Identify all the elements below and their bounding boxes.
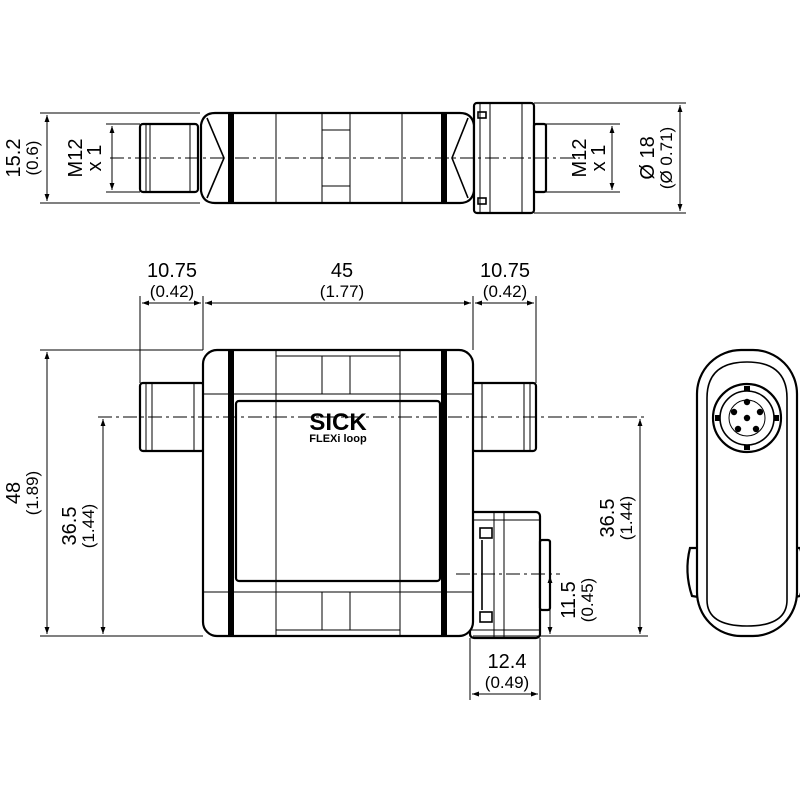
front-view — [40, 296, 648, 700]
top-view — [40, 101, 686, 215]
right-connector-in: (0.42) — [483, 282, 527, 301]
overall-height-mm: 48 — [3, 482, 25, 504]
side-view — [686, 348, 800, 638]
left-axis-mm: 36.5 — [59, 507, 81, 546]
right-connector-mm: 10.75 — [480, 260, 530, 282]
left-connector-in: (0.42) — [150, 282, 194, 301]
top-right-thread-pitch: x 1 — [588, 145, 610, 172]
right-axis-mm: 36.5 — [597, 499, 619, 538]
top-diameter-mm: Ø 18 — [637, 136, 659, 179]
left-axis-in: (1.44) — [79, 504, 98, 548]
bottom-offset-in: (0.45) — [578, 578, 597, 622]
bottom-connector-mm: 12.4 — [488, 651, 527, 673]
bottom-connector-in: (0.49) — [485, 673, 529, 692]
overall-height-in: (1.89) — [23, 471, 42, 515]
top-left-thread-pitch: x 1 — [84, 145, 106, 172]
top-right-thread: M12 — [569, 139, 591, 178]
connector-face-outer — [711, 382, 783, 454]
body-width-mm: 45 — [331, 260, 353, 282]
bottom-offset-mm: 11.5 — [558, 581, 580, 618]
top-height-mm: 15.2 — [3, 139, 25, 178]
top-left-thread: M12 — [65, 139, 87, 178]
left-connector-mm: 10.75 — [147, 260, 197, 282]
product-name: FLEXi loop — [309, 433, 367, 445]
top-diameter-in: (Ø 0.71) — [657, 127, 676, 189]
body-width-in: (1.77) — [320, 282, 364, 301]
right-axis-in: (1.44) — [617, 496, 636, 540]
top-height-in: (0.6) — [23, 141, 42, 176]
brand-logo: SICK — [309, 409, 367, 436]
